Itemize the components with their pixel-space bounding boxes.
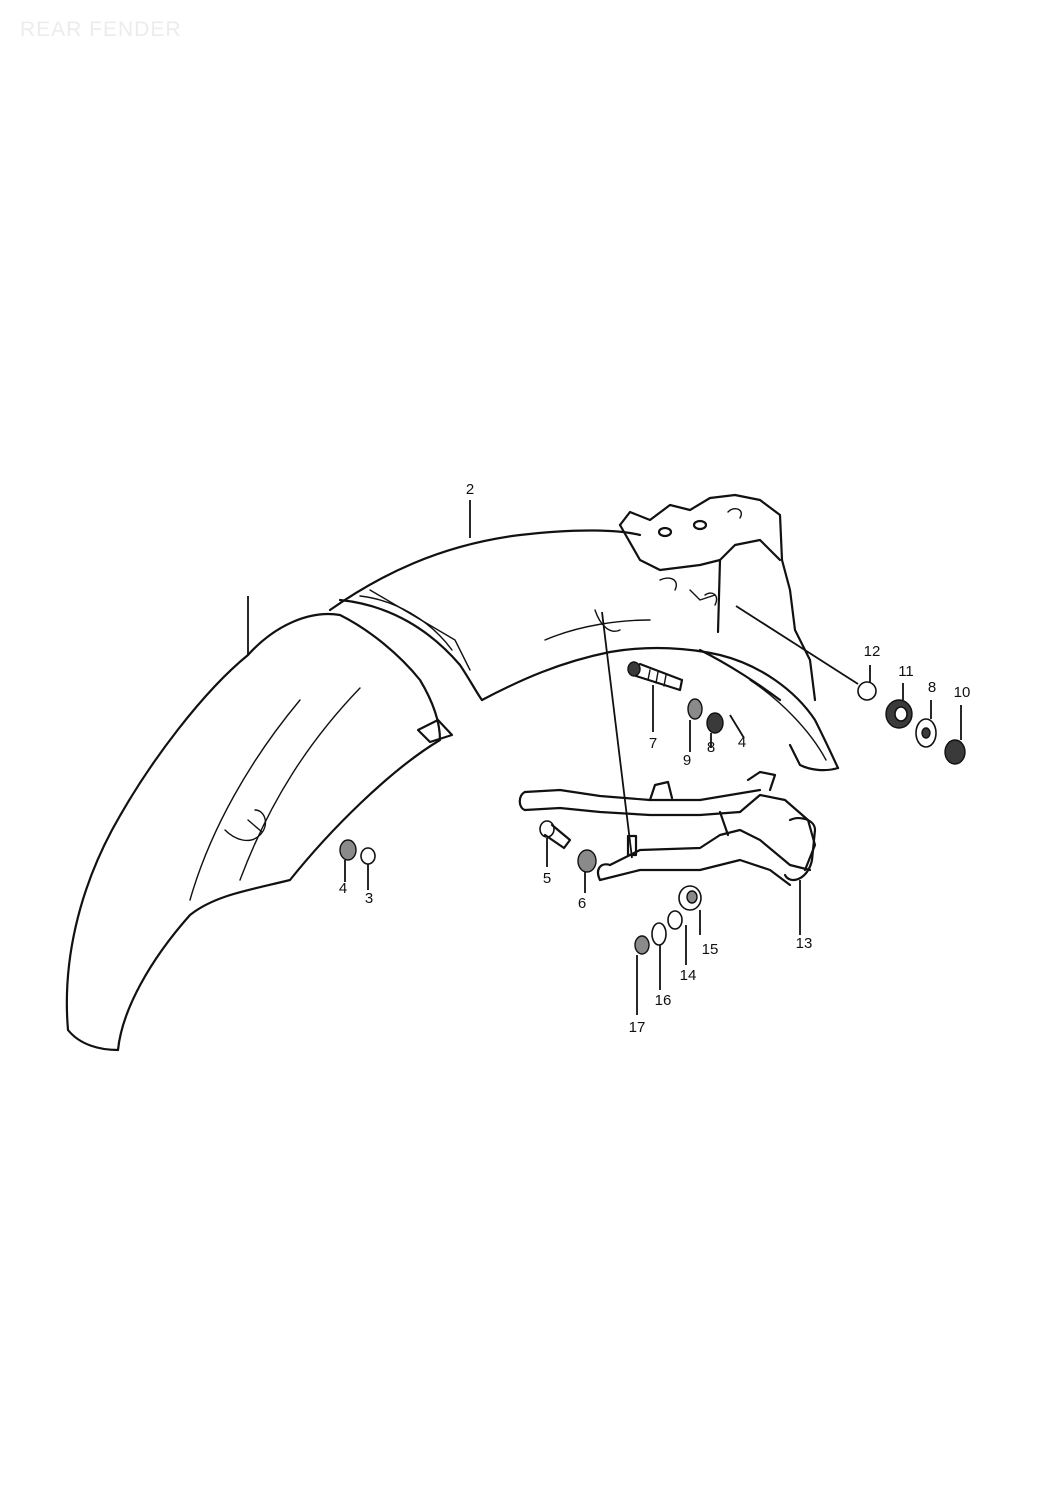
callout-4-right: 4: [738, 734, 746, 751]
callout-6: 6: [578, 895, 586, 912]
callout-5: 5: [543, 870, 551, 887]
part-17-nut: [634, 935, 650, 955]
callout-11: 11: [898, 663, 914, 680]
callout-8-right: 8: [928, 679, 936, 696]
callout-4-left: 4: [339, 880, 347, 897]
callout-labels: 2 4 3 5 6 7 9 8 4 12 11 8 10 13 15 14 16…: [339, 481, 971, 1036]
top-mounting-bracket: [618, 493, 817, 702]
callout-13: 13: [796, 935, 813, 952]
part-13-rear-stay: [518, 770, 817, 887]
callout-7: 7: [649, 735, 657, 752]
part-2-rear-fender: [328, 529, 840, 772]
callout-2: 2: [466, 481, 474, 498]
part-5-bolt: [539, 820, 572, 850]
callout-10: 10: [954, 684, 971, 701]
part-9-washer: [687, 698, 703, 720]
callout-8-upper: 8: [707, 739, 715, 756]
part-8-washer-right: [915, 718, 937, 748]
part-7-long-bolt: [627, 661, 684, 692]
part-14-washer: [667, 910, 683, 930]
part-8-nut-upper: [706, 712, 724, 734]
part-6-washer: [577, 849, 597, 873]
part-4-washer: [339, 839, 357, 861]
callout-14: 14: [680, 967, 697, 984]
part-10-nut-right: [944, 739, 966, 765]
part-16-washer: [651, 922, 667, 946]
part-11-grommet: [885, 699, 913, 729]
callout-15: 15: [702, 941, 719, 958]
part-12-cushion: [857, 681, 877, 701]
callout-9: 9: [683, 752, 691, 769]
callout-17: 17: [629, 1019, 646, 1036]
leader-lines: [247, 500, 962, 1015]
part-1-front-fender: [65, 613, 454, 1052]
callout-12: 12: [864, 643, 881, 660]
part-15-washer: [678, 885, 702, 911]
callout-16: 16: [655, 992, 672, 1009]
page-title: REAR FENDER: [20, 18, 182, 41]
part-3-cushion: [360, 847, 376, 865]
callout-3: 3: [365, 890, 373, 907]
